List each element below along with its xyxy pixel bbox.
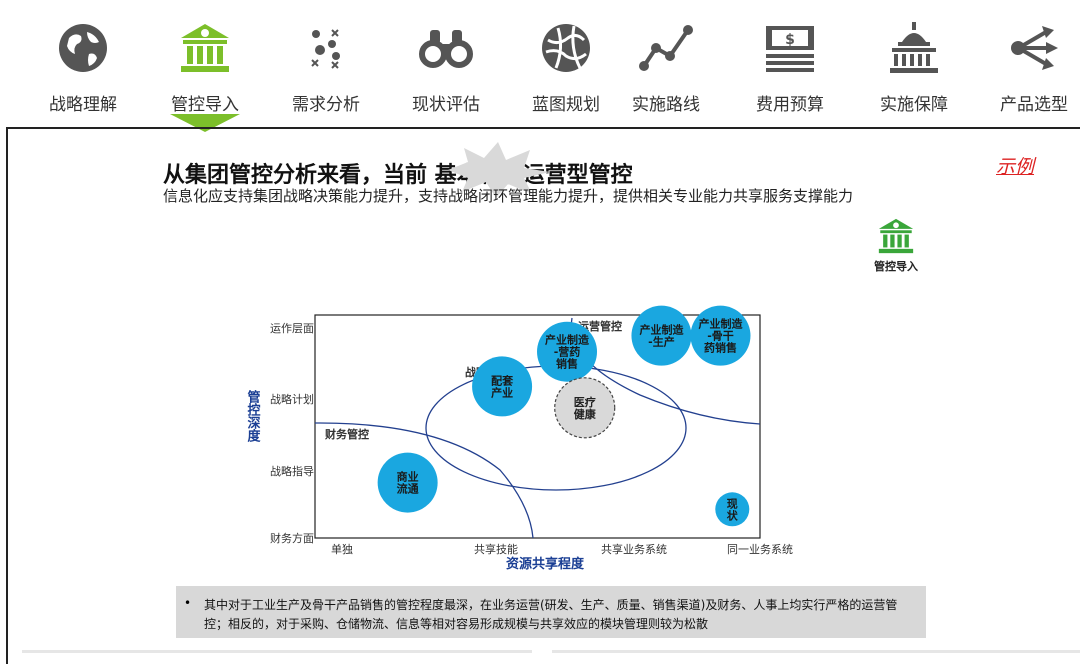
bank-icon	[878, 218, 914, 254]
nav-label: 产品选型	[1000, 95, 1068, 115]
x-tick-label: 单独	[331, 543, 353, 556]
bubble-mark	[537, 321, 598, 382]
slide-subtitle: 信息化应支持集团战略决策能力提升，支持战略闭环管理能力提升，提供相关专业能力共享…	[163, 187, 854, 205]
bubble-label: 医疗健康	[574, 395, 597, 421]
nav-label: 实施路线	[632, 95, 700, 115]
nav-item-product[interactable]: 产品选型	[979, 0, 1080, 120]
bubble-label-line: -营药	[554, 345, 581, 359]
nav-item-budget[interactable]: $ 费用预算	[735, 0, 845, 120]
nav-item-demand[interactable]: 需求分析	[271, 0, 381, 120]
top-navigation: 战略理解 管控导入 需求分析	[0, 0, 1080, 132]
nav-item-control[interactable]: 管控导入	[150, 0, 260, 120]
note-box: • 其中对于工业生产及骨干产品销售的管控程度最深，在业务运营(研发、生产、质量、…	[176, 586, 926, 638]
bubble-label-line: 流通	[397, 482, 419, 496]
bubble-label: 产业制造-营药销售	[545, 333, 590, 371]
y-tick-label: 财务方面	[270, 531, 314, 545]
bubble: 产业制造-营药销售	[537, 321, 598, 382]
bubble-label-line: 产业	[491, 385, 513, 399]
bubble-label-line: 配套	[491, 373, 514, 387]
bubble-label-line: 销售	[556, 357, 578, 371]
bubble-label-line: 药销售	[704, 341, 737, 355]
nav-label: 实施保障	[880, 95, 948, 115]
y-tick-label: 战略指导	[270, 464, 314, 478]
bank-icon	[181, 24, 229, 72]
bubble-mark	[631, 305, 692, 366]
money-icon: $	[766, 26, 814, 72]
redaction-burst	[448, 142, 550, 198]
binoculars-icon	[419, 30, 473, 68]
bubble: 产业制造-生产	[631, 305, 692, 366]
y-tick-label: 运作层面	[270, 322, 314, 335]
control-badge: 管控导入	[864, 216, 928, 276]
nav-label: 蓝图规划	[532, 95, 600, 115]
nav-item-roadmap[interactable]: 实施路线	[611, 0, 721, 120]
y-axis-title: 管控深度	[245, 389, 261, 443]
active-indicator-arrow	[170, 114, 240, 132]
share-icon	[1011, 26, 1058, 70]
bubble-label-line: 现	[727, 497, 738, 510]
x-tick-label: 共享技能	[474, 542, 518, 556]
bubble-label-line: 产业制造	[639, 323, 684, 337]
x-tick-label: 同一业务系统	[727, 543, 793, 556]
bubble-mark	[690, 305, 751, 366]
bubble-label-line: 状	[727, 508, 739, 522]
bubble-mark	[377, 452, 438, 513]
dots-icon	[311, 29, 340, 69]
bubble: 产业制造-骨干药销售	[690, 305, 751, 366]
bubble-label: 产业制造-生产	[639, 323, 684, 349]
bubble: 配套产业	[472, 356, 533, 417]
nav-item-strategy[interactable]: 战略理解	[28, 0, 138, 120]
control-badge-label: 管控导入	[874, 260, 918, 273]
bubble-dashed-mark	[554, 377, 616, 439]
bullet-mark: •	[184, 596, 192, 610]
bubble-label: 产业制造-骨干药销售	[698, 317, 743, 355]
bubble-label-line: 健康	[574, 407, 597, 421]
bubble-label-line: -生产	[648, 335, 675, 349]
bubble-mark	[472, 356, 533, 417]
bubble-label-line: 医疗	[574, 395, 596, 409]
bubble: 医疗健康	[554, 377, 616, 439]
sphere-icon	[542, 24, 590, 72]
x-axis-title: 资源共享程度	[506, 556, 585, 572]
bubble-label-line: 商业	[397, 470, 419, 484]
note-text: 其中对于工业生产及骨干产品销售的管控程度最深，在业务运营(研发、生产、质量、销售…	[204, 598, 898, 631]
nav-label: 现状评估	[412, 95, 480, 115]
nav-item-support[interactable]: 实施保障	[859, 0, 969, 120]
svg-text:$: $	[785, 32, 795, 48]
region-label: 财务管控	[324, 427, 369, 441]
bubble-label: 配套产业	[491, 373, 514, 399]
nav-item-assessment[interactable]: 现状评估	[391, 0, 501, 120]
region-financial-boundary	[314, 422, 534, 539]
bottom-divider-left	[22, 650, 532, 653]
bubble-label-line: 产业制造	[545, 333, 590, 347]
line-chart-icon	[639, 25, 693, 71]
bubble-mark	[715, 492, 750, 527]
bubble: 现状	[715, 492, 750, 527]
nav-label: 需求分析	[292, 95, 360, 115]
bottom-divider-right	[552, 650, 1080, 653]
control-matrix-chart: 管控深度 资源共享程度 运营管控战略管控财务管控 运作层面战略计划战略指导财务方…	[245, 305, 793, 572]
bubble: 商业流通	[377, 452, 438, 513]
bubble-label: 商业流通	[397, 470, 419, 496]
capitol-icon	[890, 22, 938, 73]
nav-item-blueprint[interactable]: 蓝图规划	[511, 0, 621, 120]
y-tick-label: 战略计划	[270, 392, 314, 406]
bubble-label-line: -骨干	[707, 330, 734, 343]
region-strategic-boundary	[425, 365, 687, 491]
example-badge: 示例	[996, 156, 1035, 178]
nav-label: 费用预算	[756, 95, 824, 115]
bottom-divider	[22, 650, 1080, 653]
slide-title: 从集团管控分析来看，当前 基本属于运营型管控	[163, 163, 633, 188]
plot-area	[314, 314, 761, 539]
region-label: 运营管控	[578, 319, 622, 333]
x-tick-label: 共享业务系统	[601, 542, 667, 556]
slide-frame	[6, 127, 1080, 664]
bubble-label: 现状	[727, 497, 739, 522]
nav-label: 战略理解	[49, 95, 117, 115]
bubble-label-line: 产业制造	[698, 317, 743, 331]
globe-icon	[59, 24, 107, 72]
nav-label: 管控导入	[171, 95, 239, 115]
